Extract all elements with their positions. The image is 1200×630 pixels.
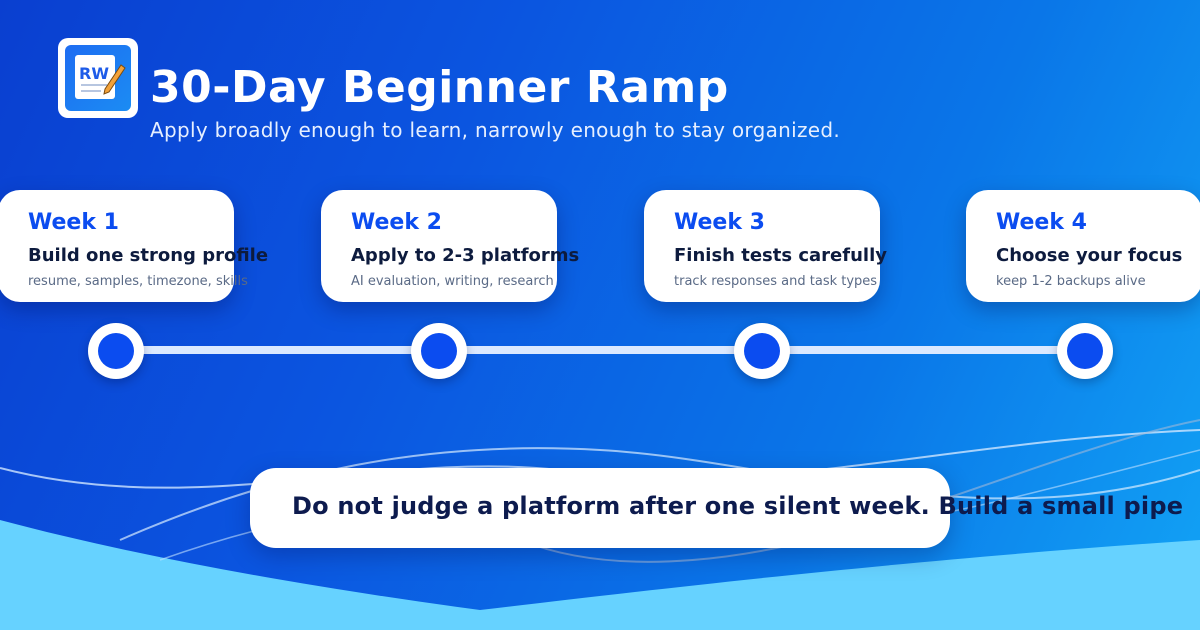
week-heading: Build one strong profile <box>28 245 269 266</box>
tip-text: Do not judge a platform after one silent… <box>292 492 1184 520</box>
timeline-node-4 <box>1057 323 1113 379</box>
timeline-track <box>115 346 1085 354</box>
week-card-2: Week 2 Apply to 2-3 platforms AI evaluat… <box>321 190 579 302</box>
week-heading: Choose your focus <box>996 245 1183 266</box>
logo-text: RW <box>79 64 109 83</box>
notepad-pencil-icon: RW <box>65 45 131 111</box>
logo: RW <box>58 38 138 118</box>
week-detail: keep 1-2 backups alive <box>996 274 1146 289</box>
week-card-4: Week 4 Choose your focus keep 1-2 backup… <box>966 190 1200 302</box>
week-label: Week 1 <box>28 210 119 235</box>
week-label: Week 4 <box>996 210 1087 235</box>
timeline-node-1 <box>88 323 144 379</box>
week-label: Week 3 <box>674 210 765 235</box>
week-label: Week 2 <box>351 210 442 235</box>
week-heading: Finish tests carefully <box>674 245 887 266</box>
week-card-3: Week 3 Finish tests carefully track resp… <box>644 190 887 302</box>
week-card-1: Week 1 Build one strong profile resume, … <box>0 190 268 302</box>
page-title: 30-Day Beginner Ramp <box>150 62 729 113</box>
week-detail: AI evaluation, writing, research <box>351 274 554 289</box>
week-detail: track responses and task types <box>674 274 878 289</box>
week-detail: resume, samples, timezone, skills <box>28 274 248 289</box>
tip-callout: Do not judge a platform after one silent… <box>250 468 1183 548</box>
timeline-node-3 <box>734 323 790 379</box>
week-heading: Apply to 2-3 platforms <box>351 245 580 266</box>
page-subtitle: Apply broadly enough to learn, narrowly … <box>150 118 841 142</box>
timeline-node-2 <box>411 323 467 379</box>
